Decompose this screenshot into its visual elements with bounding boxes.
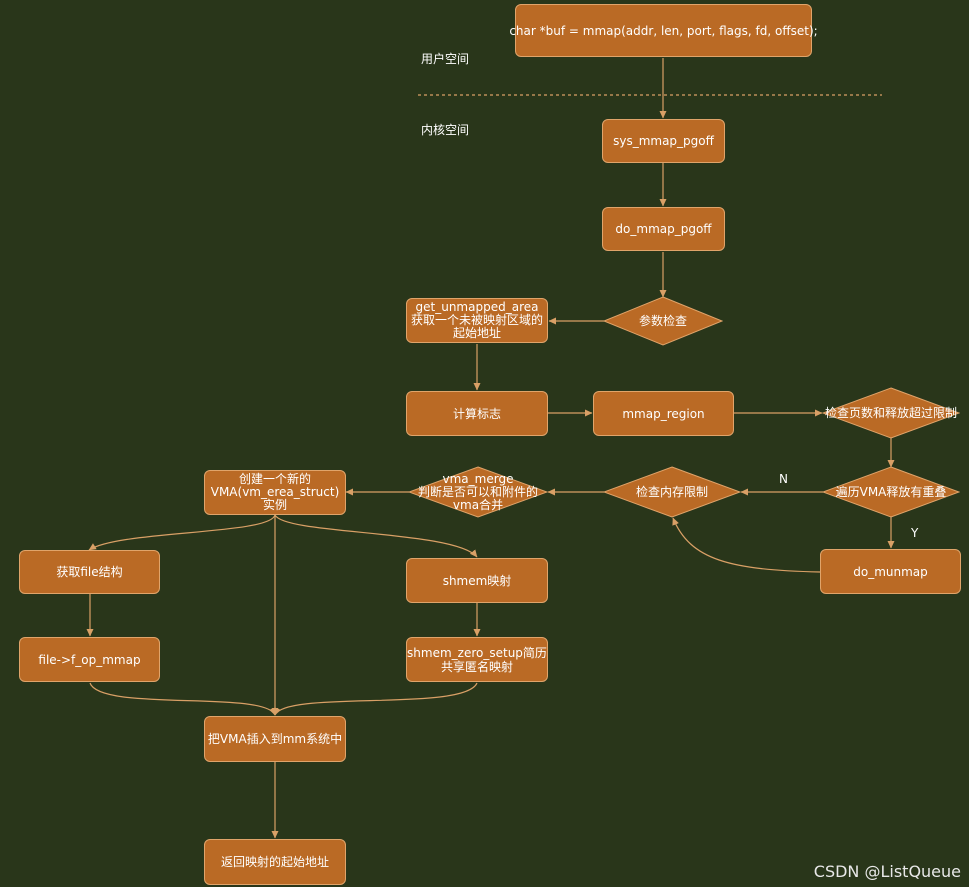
shmem-setup-line2: 共享匿名映射 <box>440 659 513 674</box>
mmap-call-text: char *buf = mmap(addr, len, port, flags,… <box>509 23 818 38</box>
edge-label-no: N <box>779 472 788 486</box>
create-vma-line3: 实例 <box>262 498 287 512</box>
shmem-map-node: shmem映射 <box>406 558 548 603</box>
kernel-space-label: 内核空间 <box>421 123 470 137</box>
traverse-vma-text: 遍历VMA释放有重叠 <box>835 484 947 499</box>
shmem-setup-node: shmem_zero_setup简历 共享匿名映射 <box>406 637 548 682</box>
vma-merge-line1: vma_merge <box>442 471 514 486</box>
check-mem-diamond: 检查内存限制 <box>603 466 741 518</box>
return-addr-node: 返回映射的起始地址 <box>204 839 346 885</box>
do-munmap-text: do_munmap <box>853 564 928 579</box>
insert-vma-text: 把VMA插入到mm系统中 <box>207 732 343 746</box>
check-pages-text: 检查页数和释放超过限制 <box>824 405 957 420</box>
f-op-mmap-node: file->f_op_mmap <box>19 637 160 682</box>
create-vma-line1: 创建一个新的 <box>238 472 311 486</box>
watermark: CSDN @ListQueue <box>813 862 961 881</box>
param-check-diamond: 参数检查 <box>603 296 723 346</box>
mmap-region-node: mmap_region <box>593 391 734 436</box>
do-mmap-pgoff-node: do_mmap_pgoff <box>602 207 725 251</box>
f-op-mmap-text: file->f_op_mmap <box>38 652 141 667</box>
check-pages-diamond: 检查页数和释放超过限制 <box>822 387 960 439</box>
user-space-label: 用户空间 <box>421 52 470 66</box>
calc-flags-node: 计算标志 <box>406 391 548 436</box>
param-check-text: 参数检查 <box>638 313 687 328</box>
create-vma-node: 创建一个新的 VMA(vm_erea_struct) 实例 <box>204 470 346 515</box>
mmap-call-node: char *buf = mmap(addr, len, port, flags,… <box>509 4 818 57</box>
shmem-setup-line1: shmem_zero_setup简历 <box>407 645 547 660</box>
create-vma-line2: VMA(vm_erea_struct) <box>210 485 340 499</box>
vma-merge-diamond: vma_merge 判断是否可以和附件的 vma合并 <box>408 466 548 518</box>
vma-merge-line2: 判断是否可以和附件的 <box>417 484 538 499</box>
get-unmapped-area-line2: 获取一个未被映射区域的 <box>410 313 543 327</box>
do-mmap-pgoff-text: do_mmap_pgoff <box>615 222 712 236</box>
get-unmapped-area-line1: get_unmapped_area <box>415 300 539 314</box>
do-munmap-node: do_munmap <box>820 549 961 594</box>
shmem-map-text: shmem映射 <box>442 573 512 588</box>
edge-create-to-getfile <box>88 514 276 551</box>
get-file-text: 获取file结构 <box>56 565 123 579</box>
edge-munmap-to-checkmem <box>672 517 821 573</box>
mmap-region-text: mmap_region <box>622 406 705 421</box>
edge-fop-to-insert <box>89 682 276 716</box>
get-file-node: 获取file结构 <box>19 550 160 594</box>
traverse-vma-diamond: 遍历VMA释放有重叠 <box>822 466 960 518</box>
calc-flags-text: 计算标志 <box>452 406 501 421</box>
edge-label-yes: Y <box>911 526 919 540</box>
get-unmapped-area-line3: 起始地址 <box>452 326 501 340</box>
return-addr-text: 返回映射的起始地址 <box>220 855 329 869</box>
get-unmapped-area-node: get_unmapped_area 获取一个未被映射区域的 起始地址 <box>406 298 548 343</box>
sys-mmap-pgoff-node: sys_mmap_pgoff <box>602 119 725 163</box>
edge-setup-to-insert <box>274 682 478 716</box>
vma-merge-line3: vma合并 <box>452 497 504 512</box>
insert-vma-node: 把VMA插入到mm系统中 <box>204 716 346 762</box>
sys-mmap-pgoff-text: sys_mmap_pgoff <box>613 134 714 148</box>
check-mem-text: 检查内存限制 <box>635 484 708 499</box>
edge-create-to-shmem <box>274 514 478 558</box>
